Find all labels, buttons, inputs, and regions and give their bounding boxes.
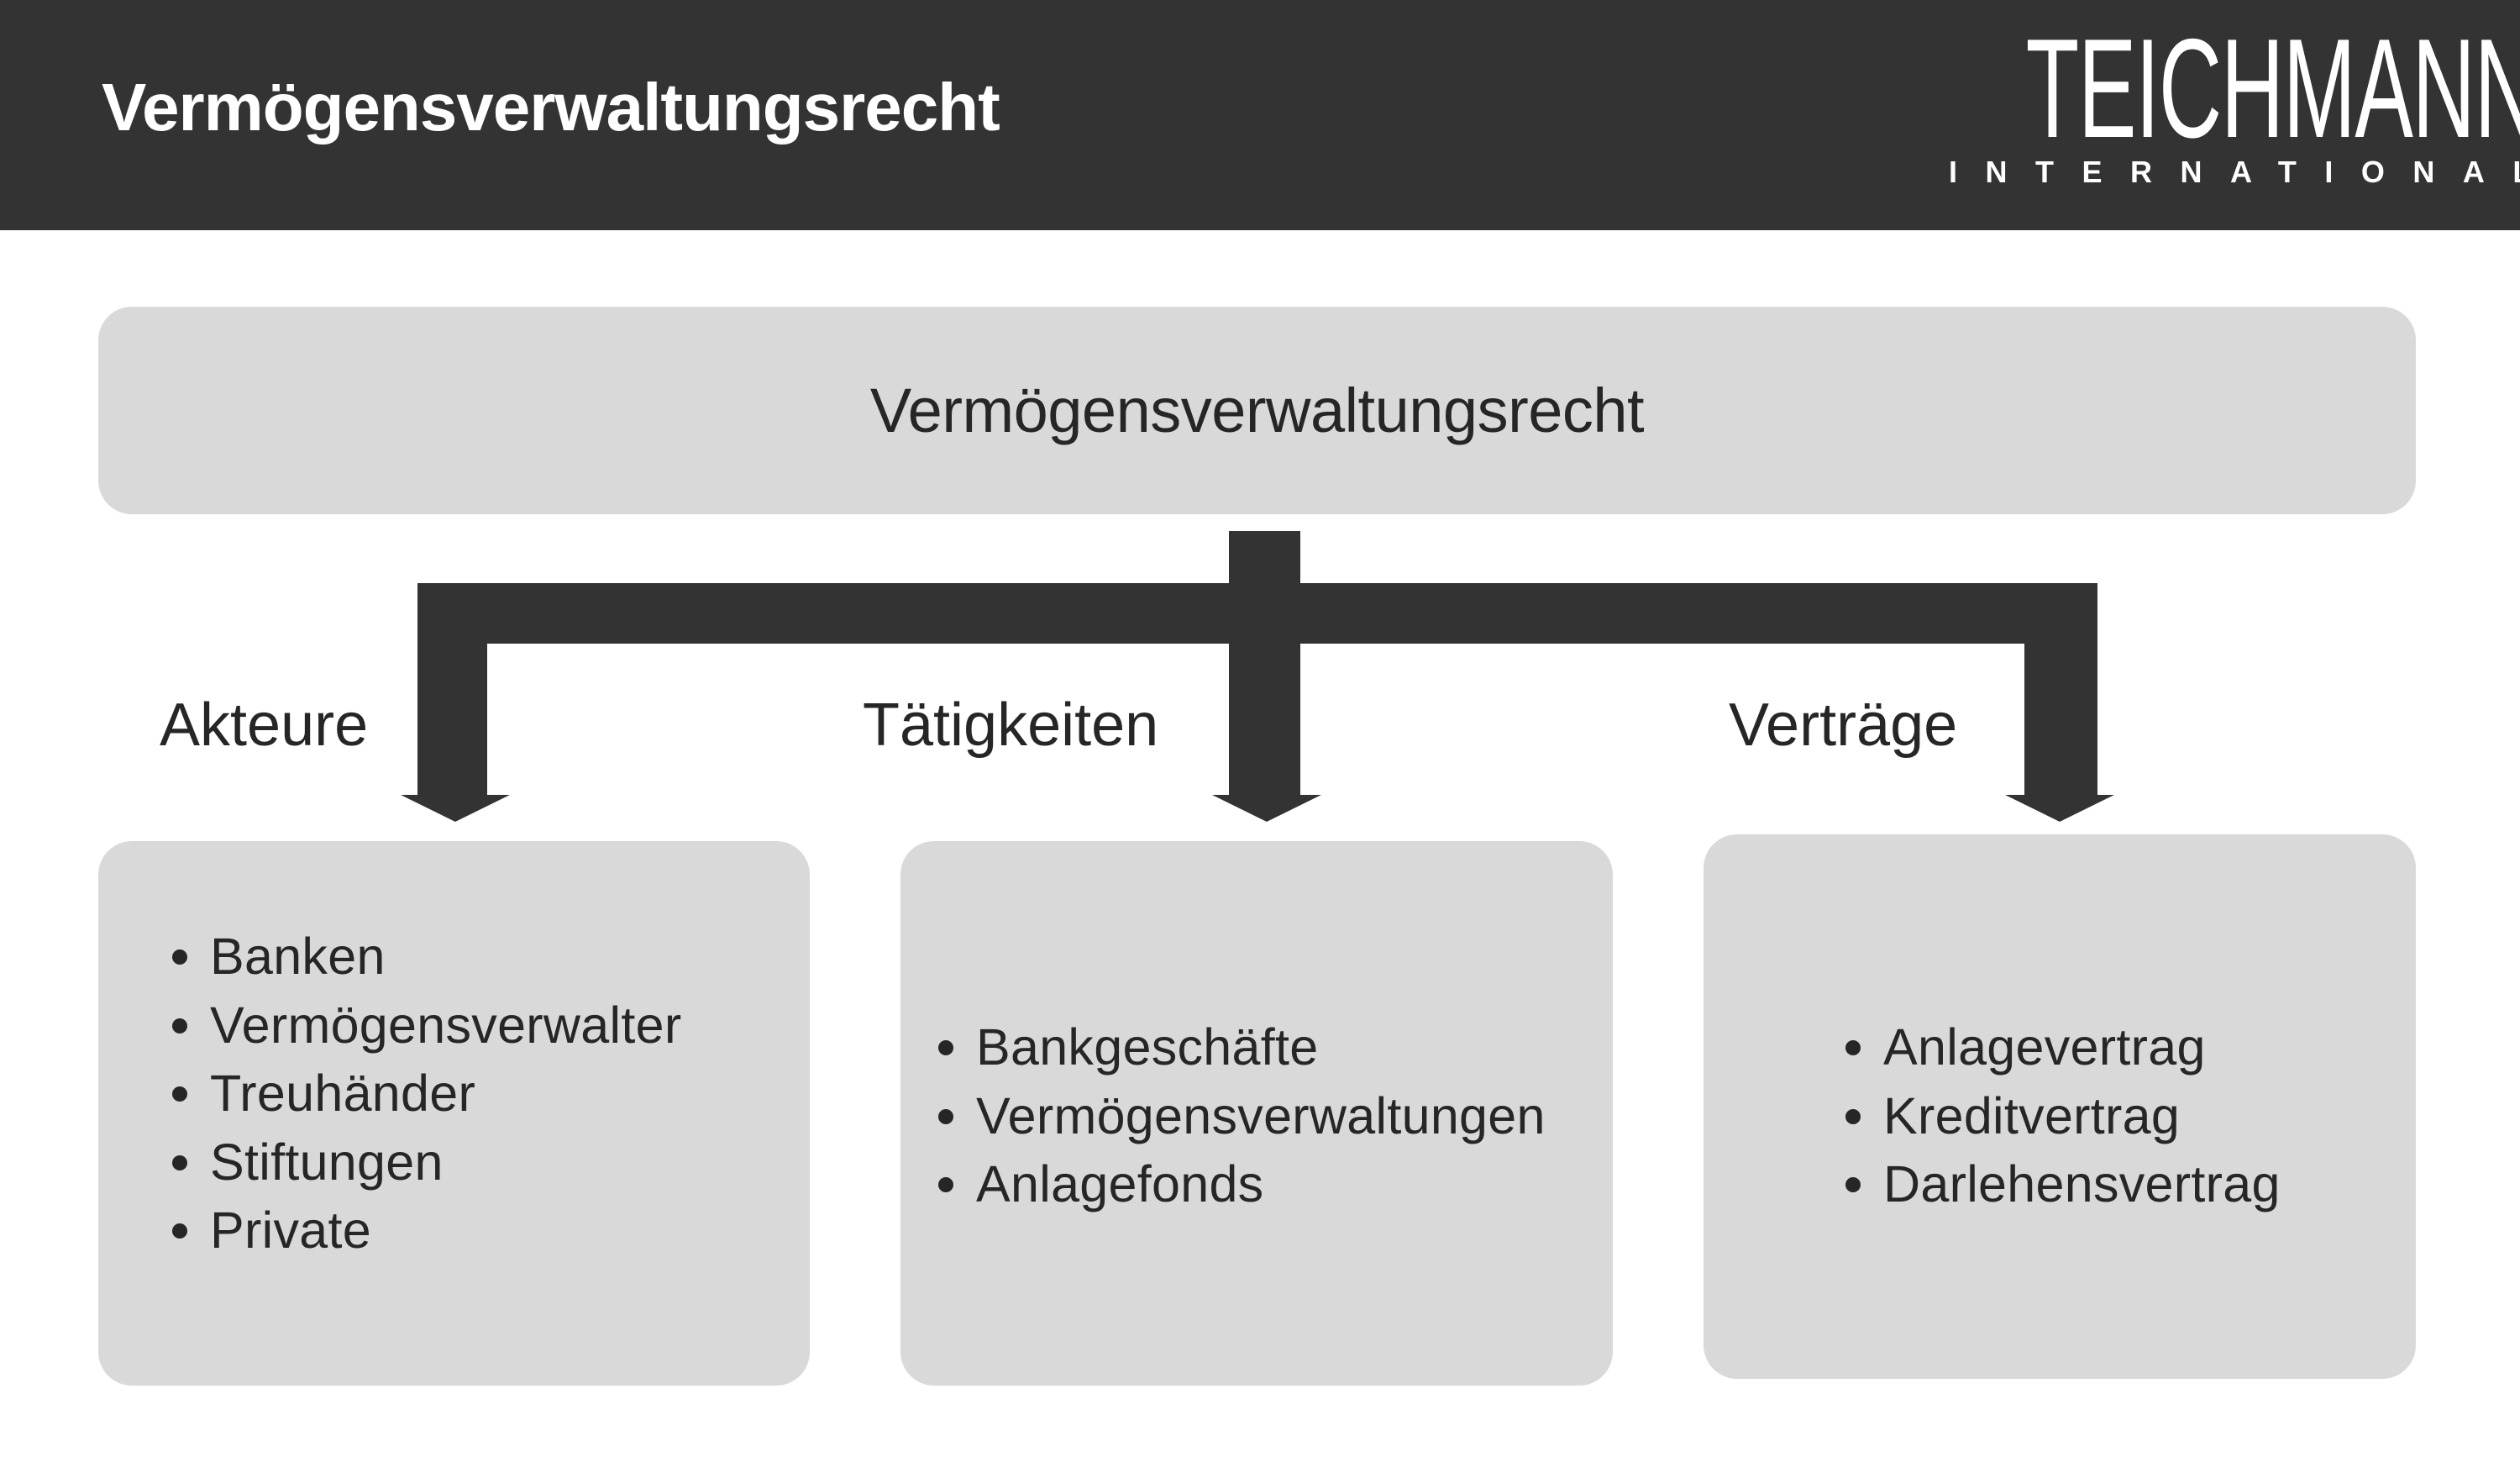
list-item: Stiftungen (171, 1128, 681, 1197)
connector-arrow-middle (1212, 583, 1321, 822)
root-label: Vermögensverwaltungsrecht (869, 376, 1645, 445)
branch-label-taetigkeiten: Tätigkeiten (863, 692, 1159, 759)
list-item: Vermögensverwalter (171, 991, 681, 1060)
root-box: Vermögensverwaltungsrecht (98, 307, 2416, 514)
connector-stem (1229, 531, 1300, 583)
taetigkeiten-list: Bankgeschäfte Vermögensverwaltungen Anla… (937, 1013, 1546, 1219)
header-bar: Vermögensverwaltungsrecht TEICHMANN INTE… (0, 0, 2520, 230)
logo-sub-text: INTERNATIONAL (1949, 155, 2520, 189)
list-item: Bankgeschäfte (937, 1013, 1546, 1082)
list-item: Vermögensverwaltungen (937, 1082, 1546, 1151)
branch-label-akteure: Akteure (160, 692, 369, 759)
page-title: Vermögensverwaltungsrecht (102, 70, 1000, 145)
list-item: Private (171, 1197, 681, 1265)
list-item: Banken (171, 923, 681, 991)
list-item: Treuhänder (171, 1060, 681, 1128)
branch-box-vertraege: Anlagevertrag Kreditvertrag Darlehensver… (1704, 834, 2416, 1379)
list-item: Darlehensvertrag (1844, 1150, 2281, 1219)
list-item: Anlagevertrag (1844, 1013, 2281, 1082)
connector-arrow-right (1300, 583, 2114, 822)
branch-label-vertraege: Verträge (1729, 692, 1958, 759)
vertraege-list: Anlagevertrag Kreditvertrag Darlehensver… (1844, 1013, 2281, 1219)
branch-box-taetigkeiten: Bankgeschäfte Vermögensverwaltungen Anla… (900, 841, 1613, 1386)
list-item: Anlagefonds (937, 1150, 1546, 1219)
branch-box-akteure: Banken Vermögensverwalter Treuhänder Sti… (98, 841, 810, 1386)
akteure-list: Banken Vermögensverwalter Treuhänder Sti… (171, 923, 681, 1265)
list-item: Kreditvertrag (1844, 1082, 2281, 1151)
teichmann-logo: TEICHMANN INTERNATIONAL (1924, 18, 2520, 193)
